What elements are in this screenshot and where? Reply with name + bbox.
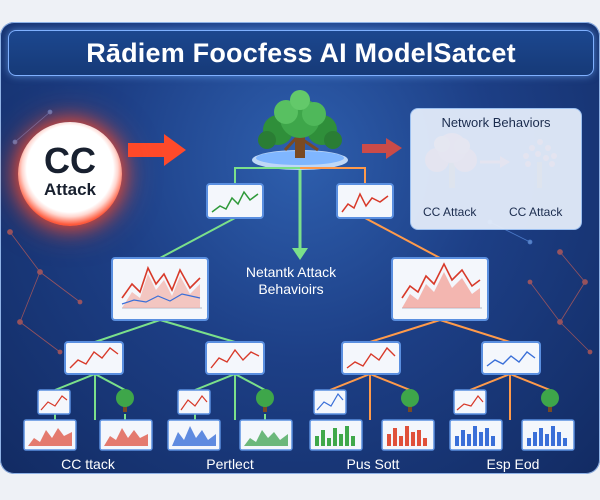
network-panel-right-label: CC Attack (509, 205, 563, 219)
bottom-label-4: Esp Eod (486, 456, 540, 472)
bottom-label-3: Pus Sott (346, 456, 400, 472)
chart-card-level1-left (206, 183, 264, 219)
main-tree-icon (252, 90, 348, 170)
cc-badge-line2: Attack (44, 180, 96, 199)
arrow-right-icon (362, 138, 402, 159)
bottom-chart-cards (23, 419, 575, 451)
center-label-line2: Behavioirs (258, 281, 324, 297)
page-title: Rādiem Foocfess AI ModelSatcet (8, 30, 594, 76)
tree-icon (541, 389, 559, 412)
tree-connectors (54, 167, 551, 420)
cc-badge-line1: CC (44, 140, 96, 181)
chart-card-level2-right (391, 257, 489, 321)
arrow-down-icon (292, 170, 308, 260)
tree-icon (256, 389, 274, 412)
arrow-right-icon (128, 134, 186, 166)
diagram-frame: Rādiem Foocfess AI ModelSatcet (0, 22, 600, 474)
center-label-line1: Netantk Attack (245, 264, 337, 280)
diagram-canvas (7, 90, 593, 451)
background-network (7, 109, 593, 355)
tree-icon (116, 389, 134, 412)
chart-card-level3 (64, 341, 541, 375)
leaf-row (37, 389, 559, 415)
chart-card-level1-right (336, 183, 394, 219)
tree-icon (401, 389, 419, 412)
chart-card-level2-left (111, 257, 209, 321)
center-label: Netantk Attack Behavioirs (226, 264, 356, 298)
bottom-label-1: CC ttack (61, 456, 115, 472)
network-panel-left-label: CC Attack (423, 205, 477, 219)
network-panel-title: Network Behaviors (441, 115, 551, 130)
network-behaviors-panel: Network Behaviors CC Attack CC Attack (410, 108, 582, 230)
cc-attack-badge: CC Attack (18, 122, 122, 226)
bottom-label-2: Pertlect (206, 456, 254, 472)
